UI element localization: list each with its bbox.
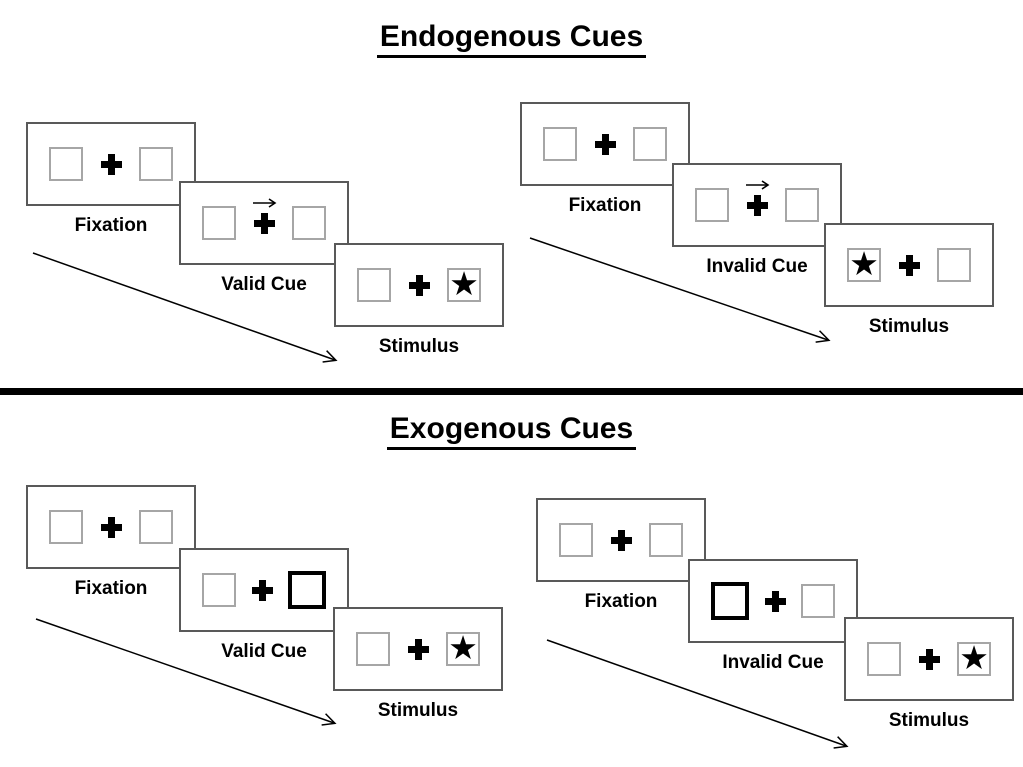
fixation-cross-icon xyxy=(746,194,768,216)
right-arrow-icon xyxy=(252,197,276,208)
left-placeholder-box xyxy=(559,523,593,557)
fixation-cross-icon xyxy=(918,648,940,670)
fixation-cross-icon xyxy=(408,274,430,296)
right-placeholder-box xyxy=(292,206,326,240)
section-divider xyxy=(0,388,1023,395)
panel-label: Valid Cue xyxy=(221,641,307,662)
fixation-screen xyxy=(26,485,196,569)
section-title-endogenous: Endogenous Cues xyxy=(0,20,1023,58)
cue-panel: Valid Cue xyxy=(179,181,349,296)
fixation-cross-icon xyxy=(251,579,273,601)
right-target-box: ★ xyxy=(447,264,481,303)
section-title-exogenous: Exogenous Cues xyxy=(0,412,1023,450)
stimulus-panel: ★ Stimulus xyxy=(824,223,994,338)
fixation-cross-icon xyxy=(610,529,632,551)
panel-label: Valid Cue xyxy=(221,274,307,295)
panel-label: Invalid Cue xyxy=(706,256,808,277)
exogenous-title-text: Exogenous Cues xyxy=(386,412,637,450)
right-placeholder-box xyxy=(937,248,971,282)
left-placeholder-box xyxy=(202,573,236,607)
panel-label: Stimulus xyxy=(868,316,950,337)
right-target-box: ★ xyxy=(446,628,480,667)
fixation-cross-icon xyxy=(407,638,429,660)
fixation-cross-icon xyxy=(594,133,616,155)
fixation-panel: Fixation xyxy=(536,498,706,613)
cue-screen xyxy=(179,548,349,632)
fixation-cross-icon xyxy=(100,153,122,175)
panel-label: Stimulus xyxy=(378,336,460,357)
panel-label: Fixation xyxy=(74,578,148,599)
left-placeholder-box xyxy=(695,188,729,222)
fixation-cross-icon xyxy=(764,590,786,612)
stimulus-screen: ★ xyxy=(844,617,1014,701)
panel-label: Fixation xyxy=(74,215,148,236)
star-icon: ★ xyxy=(849,244,879,283)
star-icon: ★ xyxy=(959,638,989,677)
right-placeholder-box xyxy=(633,127,667,161)
left-placeholder-box xyxy=(867,642,901,676)
stimulus-panel: ★ Stimulus xyxy=(333,607,503,722)
stimulus-screen: ★ xyxy=(824,223,994,307)
cue-screen xyxy=(179,181,349,265)
stimulus-panel: ★ Stimulus xyxy=(334,243,504,358)
stimulus-screen: ★ xyxy=(333,607,503,691)
cue-panel: Invalid Cue xyxy=(672,163,842,278)
endogenous-title-text: Endogenous Cues xyxy=(376,20,647,58)
right-placeholder-box xyxy=(139,147,173,181)
fixation-screen xyxy=(520,102,690,186)
star-icon: ★ xyxy=(448,628,478,667)
cue-panel: Invalid Cue xyxy=(688,559,858,674)
left-highlighted-cue-box xyxy=(711,582,749,620)
panel-label: Fixation xyxy=(584,591,658,612)
cue-screen xyxy=(688,559,858,643)
panel-label: Invalid Cue xyxy=(722,652,824,673)
left-placeholder-box xyxy=(356,632,390,666)
right-target-box: ★ xyxy=(957,638,991,677)
panel-label: Fixation xyxy=(568,195,642,216)
cue-screen xyxy=(672,163,842,247)
right-highlighted-cue-box xyxy=(288,571,326,609)
fixation-panel: Fixation xyxy=(26,485,196,600)
central-cue xyxy=(745,179,769,216)
panel-label: Stimulus xyxy=(888,710,970,731)
left-placeholder-box xyxy=(49,147,83,181)
left-placeholder-box xyxy=(357,268,391,302)
right-arrow-icon xyxy=(745,179,769,190)
left-placeholder-box xyxy=(49,510,83,544)
right-placeholder-box xyxy=(649,523,683,557)
left-target-box: ★ xyxy=(847,244,881,283)
left-placeholder-box xyxy=(202,206,236,240)
fixation-screen xyxy=(26,122,196,206)
fixation-panel: Fixation xyxy=(26,122,196,237)
fixation-cross-icon xyxy=(100,516,122,538)
panel-label: Stimulus xyxy=(377,700,459,721)
fixation-cross-icon xyxy=(898,254,920,276)
left-placeholder-box xyxy=(543,127,577,161)
cue-panel: Valid Cue xyxy=(179,548,349,663)
fixation-cross-icon xyxy=(253,212,275,234)
stimulus-screen: ★ xyxy=(334,243,504,327)
right-placeholder-box xyxy=(139,510,173,544)
central-cue xyxy=(252,197,276,234)
right-placeholder-box xyxy=(801,584,835,618)
fixation-panel: Fixation xyxy=(520,102,690,217)
stimulus-panel: ★ Stimulus xyxy=(844,617,1014,732)
right-placeholder-box xyxy=(785,188,819,222)
star-icon: ★ xyxy=(449,264,479,303)
fixation-screen xyxy=(536,498,706,582)
